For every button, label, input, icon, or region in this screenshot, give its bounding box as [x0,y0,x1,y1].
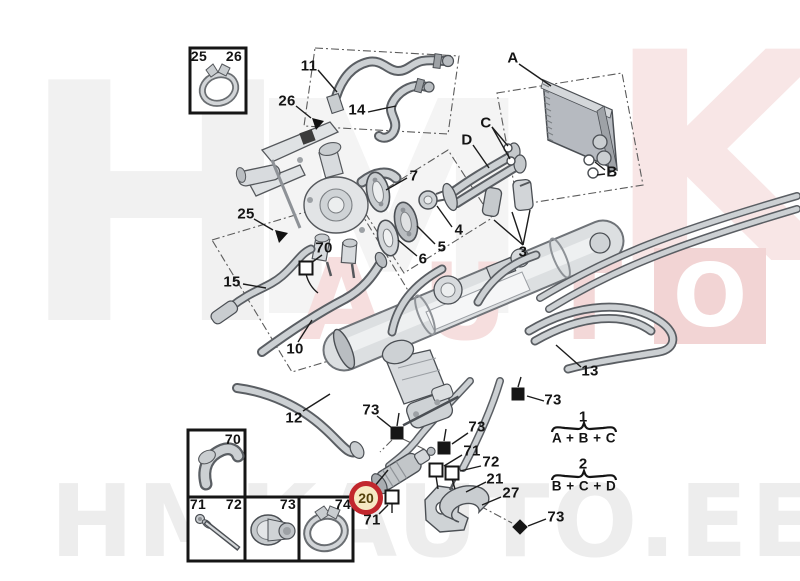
legend-group-1-number: 1 [578,408,588,426]
exhaust-heat-exchanger-assembly [322,219,625,405]
filled-square-symbol [437,441,451,455]
legend-braces [550,419,618,481]
thermo-valve-part-20 [371,446,436,495]
hose-clamp-25-26 [198,63,240,107]
filled-square-symbol [511,387,525,401]
seals-and-inlet-pipes [365,142,527,257]
watermark-letter-h: H [18,14,295,398]
pump-valve-on-pipes [402,383,460,429]
hose-clamp-74 [303,505,349,553]
coolant-pipes [385,192,800,472]
lower-hoses [210,244,388,459]
open-square-symbol [444,465,460,481]
arrowheads [275,118,324,243]
grommet-73 [250,514,296,546]
watermark-site-text: HMKAUTO.EE [50,463,800,580]
inset-boxes [186,46,355,563]
legend-group-1-formula: A + B + C [551,430,617,446]
thermostat-housing [235,121,402,279]
legend-group-2-number: 2 [578,455,588,473]
sensors [481,178,534,218]
heater-core [540,78,618,179]
highlighted-part-badge: 20 [349,481,383,515]
filled-square-symbol [390,426,404,440]
rubber-elbow-70 [198,442,245,491]
open-square-symbol [428,462,444,478]
open-square-symbol [298,260,314,276]
heater-hoses-top [326,53,455,143]
open-square-symbol [384,489,400,505]
bracket-and-elbow [424,477,490,533]
leader-lines [242,63,606,527]
legend-group-2-formula: B + C + D [551,478,617,494]
stud-pin-71-72 [194,513,241,551]
